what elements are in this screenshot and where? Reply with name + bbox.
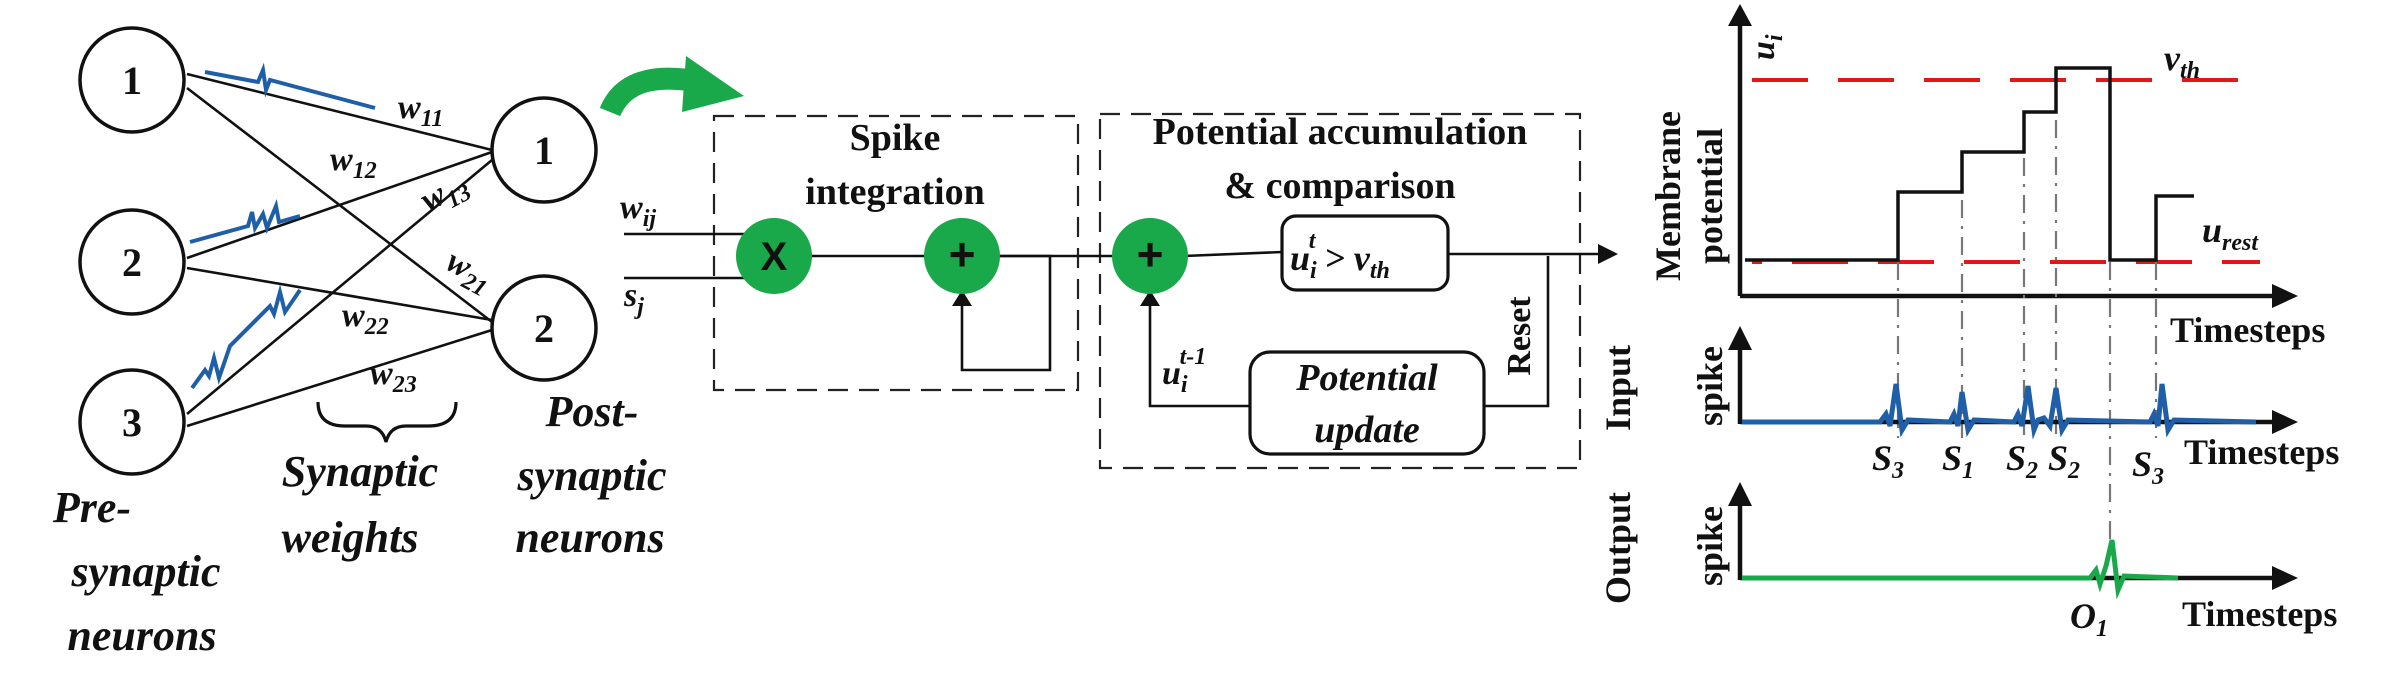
synaptic-caption-2: weights	[282, 513, 419, 562]
membrane-ylabel-2: potential	[1690, 128, 1730, 264]
potential-box	[1098, 112, 1582, 470]
pre-neuron-2: 2	[78, 208, 186, 316]
pre-neuron-3-label: 3	[122, 400, 142, 445]
green-curved-arrow	[599, 56, 744, 117]
post-caption-3: neurons	[515, 513, 664, 562]
integration-adder: +	[924, 218, 1000, 294]
input-spike-plot: Input spike S3 S1 S2 S2 S3 Timesteps	[1598, 326, 2339, 490]
accumulation-adder: +	[1112, 218, 1188, 294]
pre-caption-1: Pre-	[52, 483, 131, 532]
post-neuron-1-label: 1	[534, 128, 554, 173]
synapse-spike-trains	[189, 62, 376, 390]
potential-update-2: update	[1314, 409, 1420, 451]
spike-label-s2-a: S2	[2006, 438, 2038, 484]
weights-brace	[316, 401, 458, 443]
membrane-plot: Membrane potential ui vth urest Timestep…	[1648, 4, 2325, 556]
spike-train-2	[189, 198, 301, 244]
input-sj: sj	[623, 277, 644, 320]
spike-label-s3-b: S3	[2132, 444, 2164, 490]
output-xlabel: Timesteps	[2182, 594, 2337, 634]
multiply-node: X	[736, 218, 812, 294]
potential-update-box	[1248, 350, 1486, 456]
potential-title-1: Potential accumulation	[1153, 111, 1528, 153]
post-neuron-1: 1	[490, 96, 598, 204]
accumulation-adder-symbol: +	[1137, 228, 1164, 280]
weight-w23: w23	[370, 355, 417, 398]
membrane-guides	[1896, 120, 2158, 556]
output-spike-plot: Output spike O1 Timesteps	[1598, 482, 2337, 642]
post-neuron-2: 2	[490, 274, 598, 382]
post-caption-2: synaptic	[516, 451, 666, 500]
urest-label: urest	[2202, 210, 2259, 256]
weight-w12: w12	[330, 141, 377, 184]
pre-neuron-1: 1	[78, 26, 186, 134]
synaptic-caption-1: Synaptic	[282, 447, 438, 496]
membrane-yvar: ui	[1745, 34, 1788, 60]
membrane-trace	[1745, 66, 2194, 262]
spike-label-s1: S1	[1942, 438, 1974, 484]
weight-w11: w11	[398, 89, 443, 132]
multiply-symbol: X	[761, 235, 788, 279]
post-neuron-2-label: 2	[534, 306, 554, 351]
potential-update-1: Potential	[1295, 357, 1438, 399]
comparator-box	[1280, 214, 1450, 292]
spike-train-3	[190, 284, 302, 390]
membrane-ylabel-1: Membrane	[1648, 111, 1688, 281]
pre-neuron-1-label: 1	[122, 58, 142, 103]
spike-label-s2-b: S2	[2048, 438, 2080, 484]
integration-adder-symbol: +	[949, 228, 976, 280]
output-spike-label: O1	[2070, 596, 2108, 642]
spike-train-1	[204, 62, 376, 110]
pre-neuron-2-label: 2	[122, 240, 142, 285]
input-spike-trace	[1742, 383, 2257, 440]
weight-w22: w22	[342, 297, 389, 340]
output-ylabel-1: Output	[1598, 492, 1638, 604]
potential-title-2: & comparison	[1224, 165, 1455, 207]
feedback-label: uit-1	[1162, 344, 1206, 398]
post-caption-1: Post-	[545, 387, 639, 436]
pre-neuron-3: 3	[78, 368, 186, 476]
pre-caption-2: synaptic	[70, 547, 220, 596]
input-wij: wij	[620, 189, 656, 232]
spike-title-2: integration	[805, 171, 984, 213]
input-ylabel-1: Input	[1598, 345, 1638, 431]
membrane-xlabel: Timesteps	[2170, 310, 2325, 350]
pre-caption-3: neurons	[67, 611, 216, 660]
output-spike-trace	[1742, 539, 2179, 600]
spike-label-s3-a: S3	[1872, 438, 1904, 484]
network-edges	[186, 72, 493, 428]
spike-integration-box	[712, 114, 1080, 392]
vth-label: vth	[2164, 38, 2200, 84]
input-xlabel: Timesteps	[2184, 432, 2339, 472]
weight-w21: w21	[437, 242, 498, 302]
input-ylabel-2: spike	[1690, 346, 1730, 426]
spike-title-1: Spike	[850, 117, 941, 159]
reset-label: Reset	[1501, 296, 1538, 376]
output-ylabel-2: spike	[1690, 506, 1730, 586]
comparator-label: uit > vth	[1290, 228, 1390, 284]
